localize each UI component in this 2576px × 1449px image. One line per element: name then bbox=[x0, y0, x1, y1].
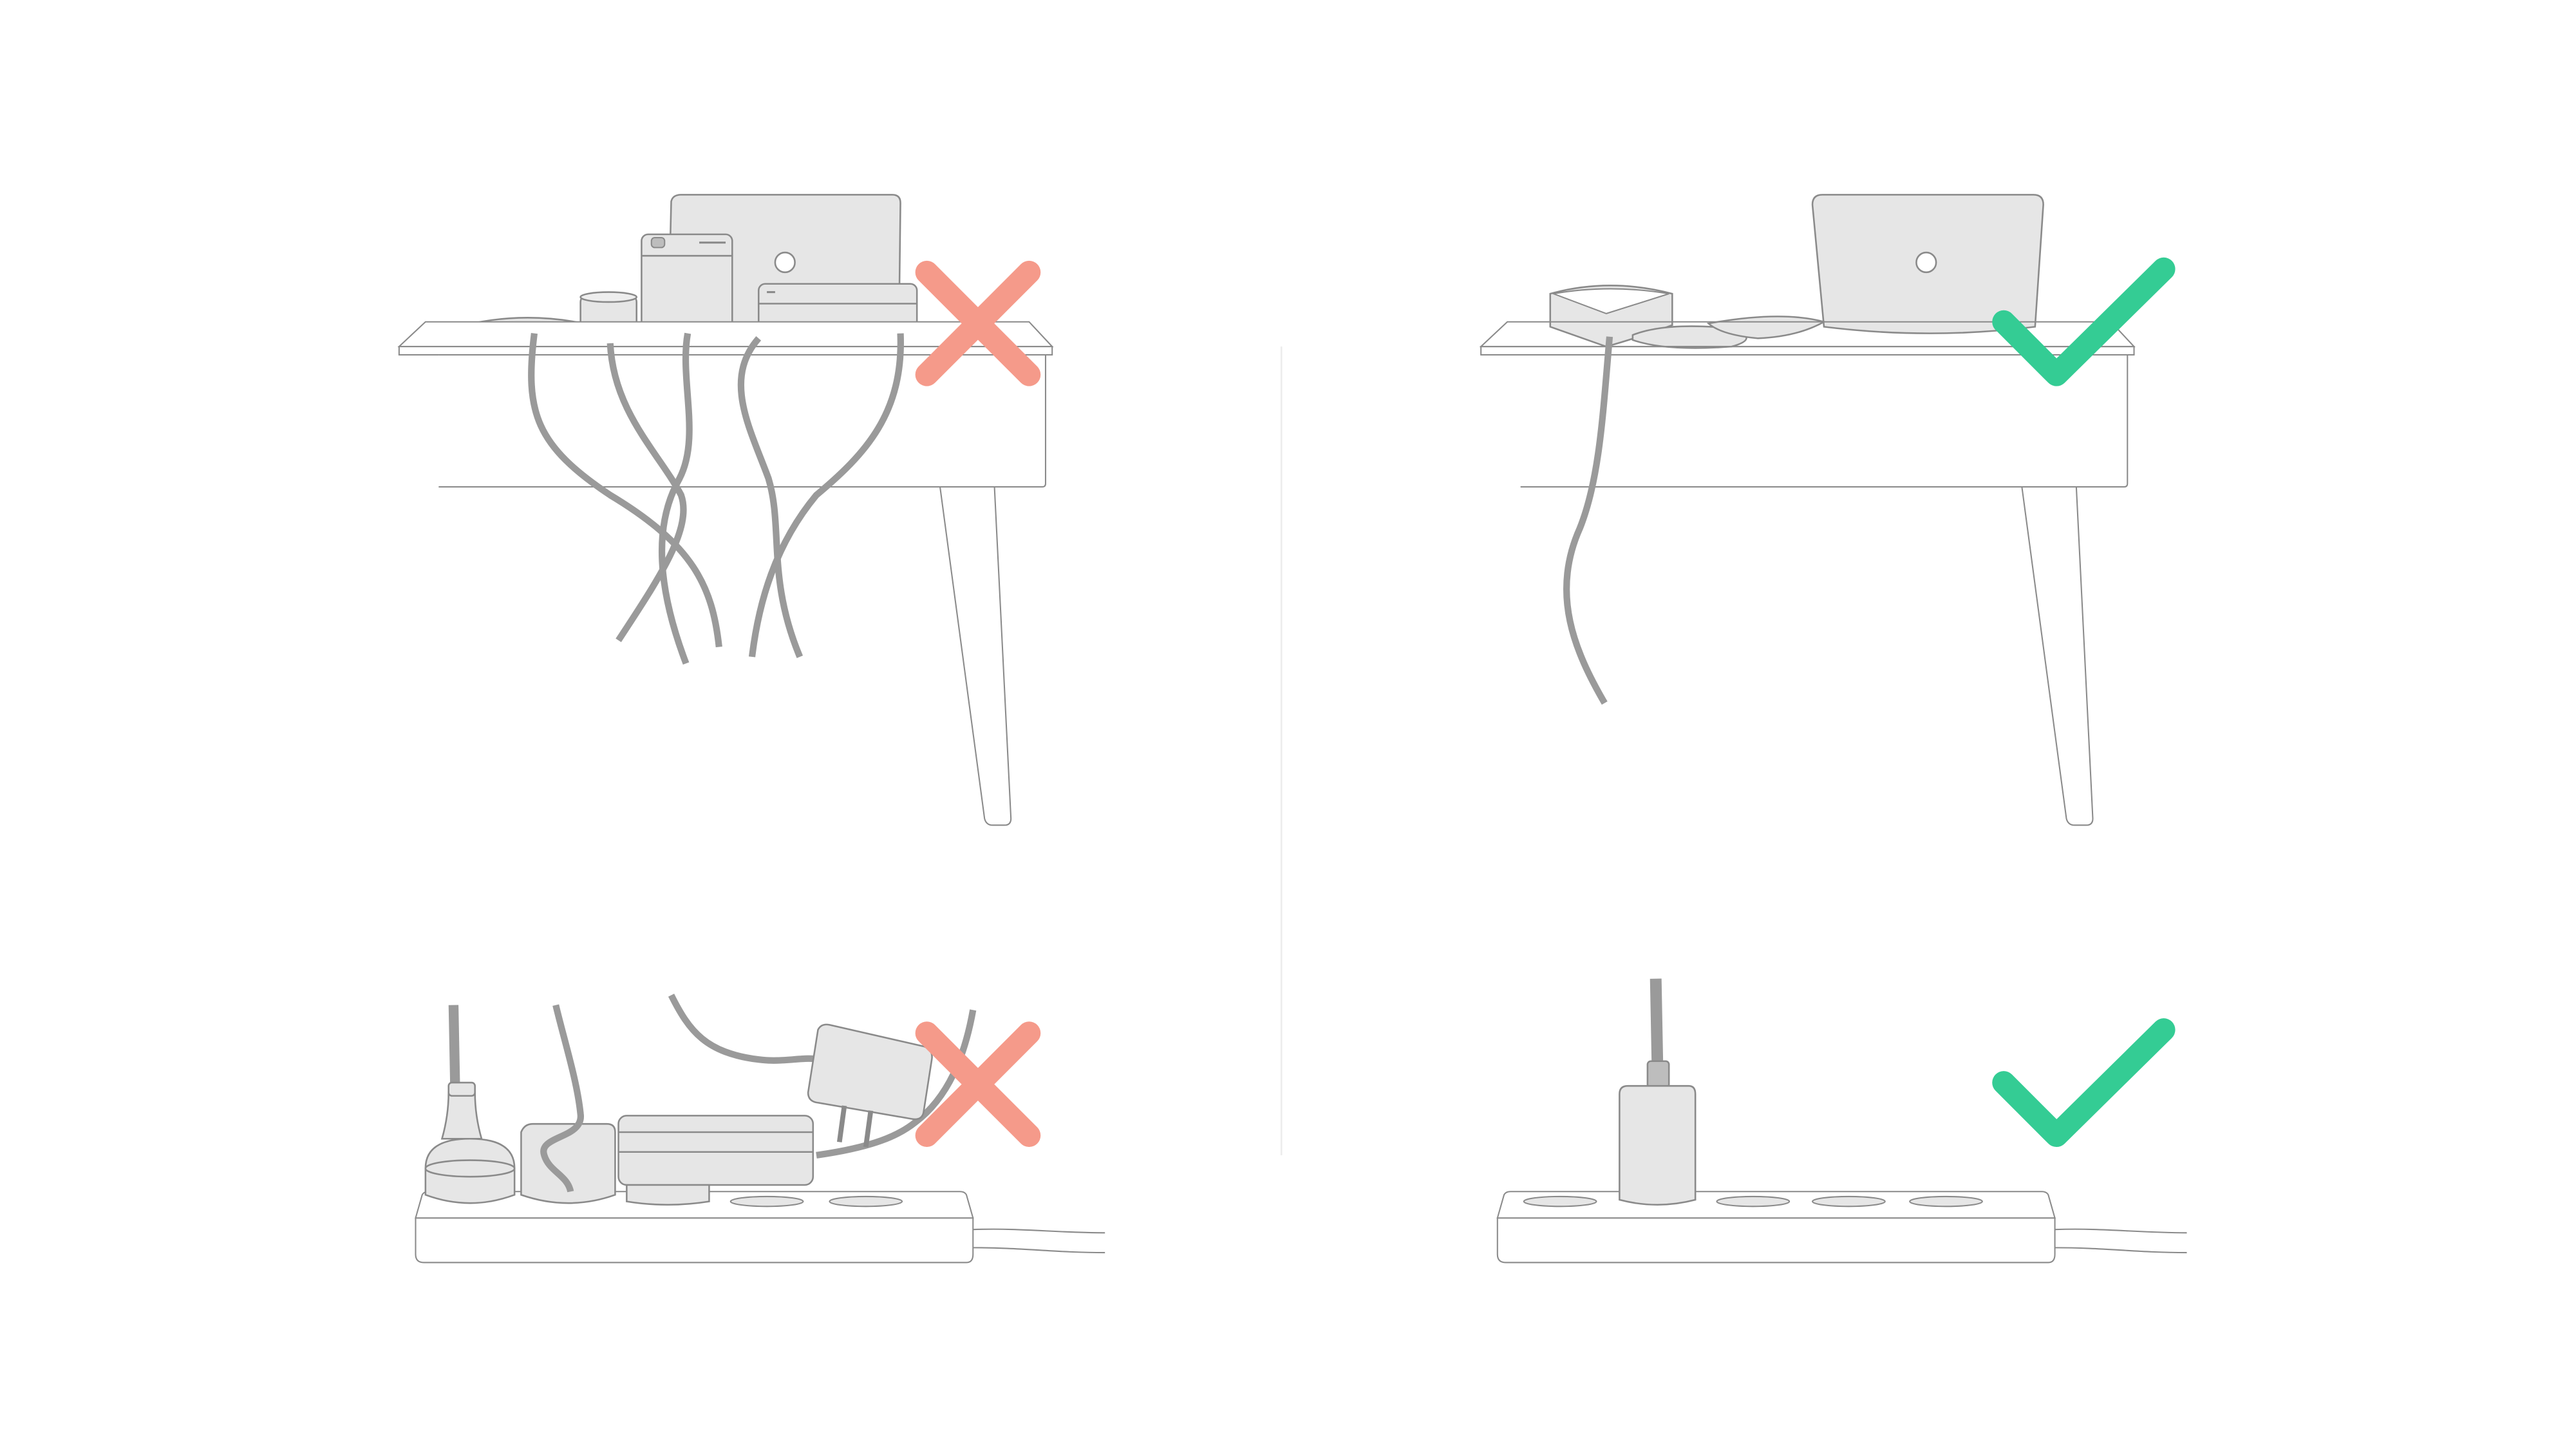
panel-strip-tidy bbox=[1496, 978, 2187, 1264]
unplugged-adapter bbox=[668, 993, 977, 1159]
square-plug bbox=[520, 1004, 616, 1204]
laptop bbox=[1811, 194, 2044, 334]
cross-icon bbox=[915, 1021, 1041, 1148]
check-icon bbox=[1992, 257, 2176, 386]
single-cable bbox=[1563, 336, 1613, 705]
round-plug bbox=[424, 1005, 516, 1204]
desk bbox=[1479, 321, 2136, 826]
desk bbox=[397, 321, 1054, 826]
panel-desk-messy bbox=[397, 194, 1054, 826]
power-strip bbox=[1496, 1191, 2187, 1264]
power-strip bbox=[415, 1191, 1105, 1264]
cross-icon bbox=[915, 260, 1041, 386]
check-icon bbox=[1992, 1018, 2176, 1148]
tangled-cables bbox=[528, 332, 904, 665]
panel-desk-tidy bbox=[1479, 194, 2176, 826]
single-charger bbox=[1619, 978, 1697, 1206]
panel-strip-messy bbox=[415, 993, 1105, 1264]
power-adapter bbox=[617, 1115, 814, 1206]
